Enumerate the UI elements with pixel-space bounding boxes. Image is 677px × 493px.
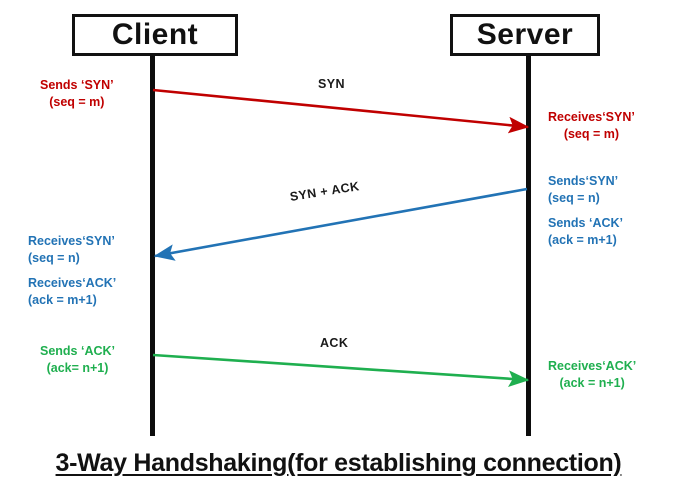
client-lifeline [150, 56, 155, 436]
note-line: (seq = n) [548, 190, 600, 205]
syn-arrow-label: SYN [318, 77, 345, 91]
note-client-sends-syn: Sends ‘SYN’ (seq = m) [40, 77, 114, 111]
diagram-caption: 3-Way Handshaking(for establishing conne… [55, 449, 622, 477]
note-line: Receives‘SYN’ [28, 234, 115, 248]
note-line: Sends ‘ACK’ [40, 344, 116, 358]
client-endpoint-box: Client [72, 14, 238, 56]
note-client-sends-ack: Sends ‘ACK’ (ack= n+1) [40, 343, 115, 377]
note-client-receives-syn-ack: Receives‘SYN’ (seq = n) Receives‘ACK’ (a… [28, 233, 116, 309]
server-endpoint-box: Server [450, 14, 600, 56]
note-line: Sends ‘SYN’ [40, 78, 114, 92]
syn-ack-arrow-label: SYN + ACK [288, 179, 361, 204]
note-line: (seq = m) [563, 126, 620, 141]
note-line: Receives‘ACK’ [548, 359, 637, 373]
note-line: Receives‘ACK’ [28, 275, 117, 290]
note-line: Sends ‘ACK’ [548, 215, 624, 230]
note-line: (ack = n+1) [559, 375, 625, 390]
syn-ack-arrow [153, 187, 528, 261]
note-line: (ack = m+1) [28, 292, 97, 307]
note-line: Sends‘SYN’ [548, 174, 619, 188]
ack-arrow-label: ACK [320, 336, 349, 350]
note-line: (seq = m) [49, 94, 105, 109]
note-line: Receives‘SYN’ [548, 110, 635, 124]
note-line: (seq = n) [28, 250, 80, 265]
note-server-sends-syn-ack: Sends‘SYN’ (seq = n) Sends ‘ACK’ (ack = … [548, 173, 623, 249]
note-server-receives-syn: Receives‘SYN’ (seq = m) [548, 109, 635, 143]
ack-arrow [152, 353, 530, 388]
syn-arrow [152, 88, 530, 134]
note-line: (ack = m+1) [548, 232, 617, 247]
note-server-receives-ack: Receives‘ACK’ (ack = n+1) [548, 358, 636, 392]
note-line: (ack= n+1) [46, 360, 109, 375]
server-lifeline [526, 56, 531, 436]
